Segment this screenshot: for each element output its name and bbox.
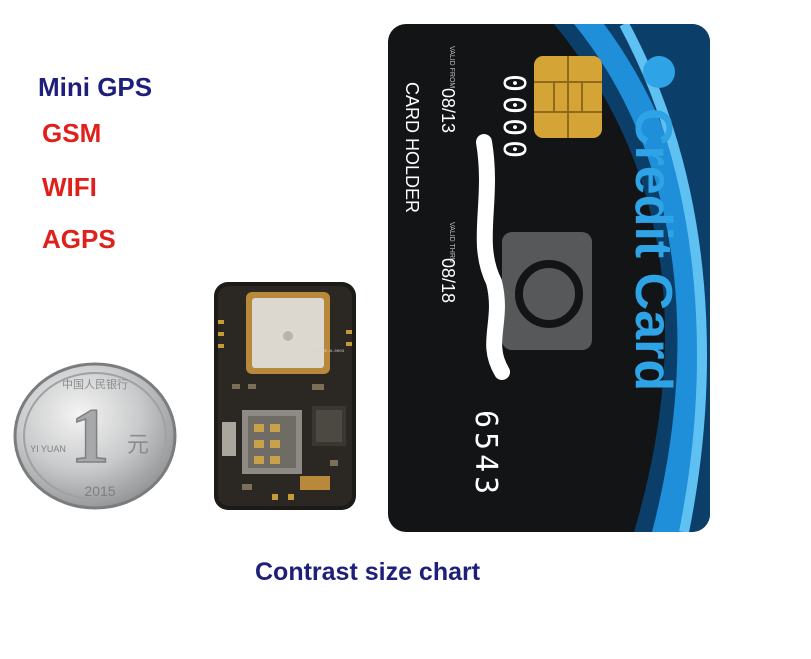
gps-antenna-icon <box>246 292 330 374</box>
card-valid-thru-label: VALID THRU <box>448 222 455 263</box>
coin-unit: 元 <box>127 433 149 458</box>
feature-gsm-label: GSM <box>42 118 102 148</box>
image-caption: Contrast size chart <box>255 558 481 586</box>
coin-denomination: 1 <box>71 392 110 479</box>
coin-year: 2015 <box>84 483 115 499</box>
coin-photo: 1 元 YI YUAN 2015 中国人民银行 <box>13 362 177 510</box>
card-valid-thru: 08/18 <box>438 258 458 303</box>
card-brand: Credit Card <box>624 108 682 391</box>
product-title: Mini GPS <box>38 72 153 102</box>
feature-wifi-label: WIFI <box>42 172 97 202</box>
camera-watermark-icon <box>502 232 592 350</box>
card-valid-from-label: VALID FROM <box>448 46 455 88</box>
gps-board-photo: ZX303-WS-H-0003 <box>214 282 356 510</box>
card-holder: CARD HOLDER <box>402 82 422 213</box>
feature-agps-label: AGPS <box>42 224 116 254</box>
credit-card-photo: 0000 6543 VALID FROM 08/13 VALID THRU 08… <box>388 24 710 532</box>
coin-unit-pinyin: YI YUAN <box>30 444 66 454</box>
coin-country: 中国人民银行 <box>62 377 128 391</box>
card-chip-icon <box>534 56 602 138</box>
board-module-label: ZX303-WS-H-0003 <box>308 350 345 354</box>
sim-slot-icon <box>242 410 302 474</box>
card-brand-dot-icon <box>643 56 675 88</box>
card-number-prefix: 0000 <box>496 74 531 162</box>
card-number-suffix: 6543 <box>468 410 503 498</box>
card-valid-from: 08/13 <box>438 88 458 133</box>
